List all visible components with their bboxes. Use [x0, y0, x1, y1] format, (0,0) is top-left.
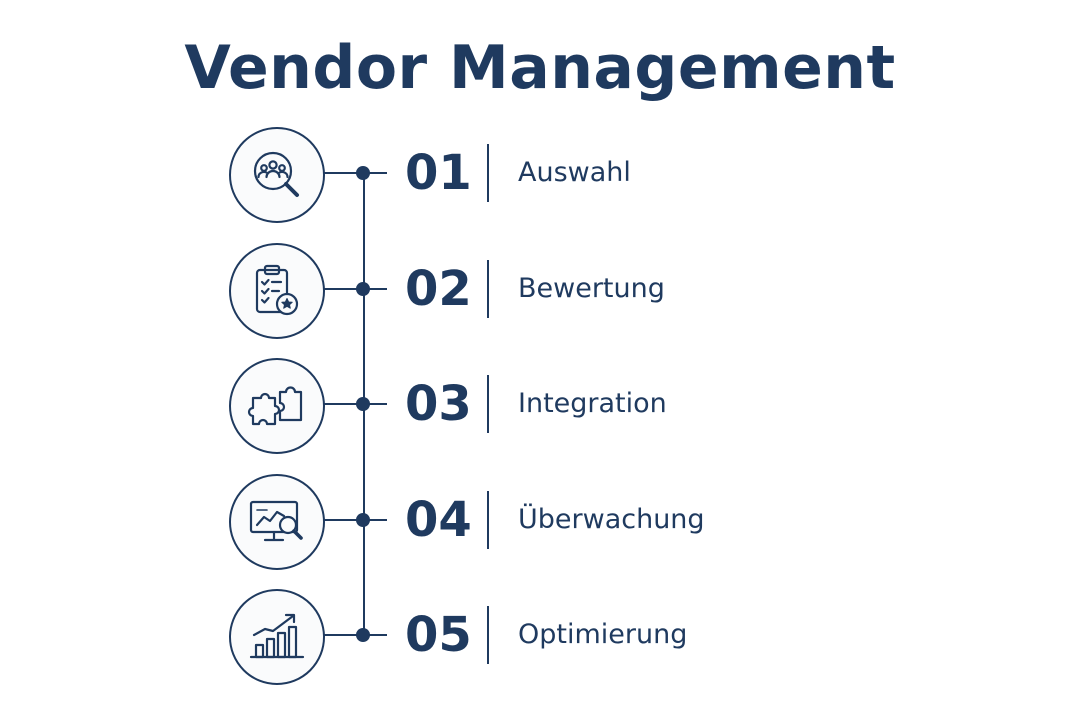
- clipboard-star-icon: [255, 264, 299, 316]
- timeline-dot: [356, 628, 370, 642]
- icon-circle: [229, 474, 325, 570]
- step-number: 01: [405, 145, 472, 201]
- step-bewertung: 02 Bewertung: [0, 241, 1080, 341]
- puzzle-icon: [247, 386, 303, 426]
- icon-circle: [229, 589, 325, 685]
- step-separator: [487, 606, 489, 664]
- step-label: Auswahl: [518, 157, 631, 188]
- step-separator: [487, 260, 489, 318]
- timeline-dot: [356, 166, 370, 180]
- icon-circle: [229, 127, 325, 223]
- connector-line: [323, 634, 387, 636]
- timeline-dot: [356, 397, 370, 411]
- step-label: Bewertung: [518, 273, 665, 304]
- monitor-analytics-icon: [249, 500, 303, 542]
- step-number: 05: [405, 607, 472, 663]
- step-number: 02: [405, 261, 472, 317]
- step-separator: [487, 491, 489, 549]
- step-number: 03: [405, 376, 472, 432]
- step-ueberwachung: 04 Überwachung: [0, 472, 1080, 572]
- connector-line: [323, 403, 387, 405]
- page-title: Vendor Management: [184, 33, 896, 103]
- connector-line: [323, 519, 387, 521]
- step-optimierung: 05 Optimierung: [0, 587, 1080, 687]
- step-label: Integration: [518, 388, 667, 419]
- people-search-icon: [253, 151, 299, 197]
- timeline-dot: [356, 513, 370, 527]
- connector-line: [323, 172, 387, 174]
- connector-line: [323, 288, 387, 290]
- step-label: Optimierung: [518, 619, 688, 650]
- icon-circle: [229, 358, 325, 454]
- step-separator: [487, 375, 489, 433]
- step-integration: 03 Integration: [0, 356, 1080, 456]
- step-number: 04: [405, 492, 472, 548]
- growth-chart-icon: [249, 613, 305, 659]
- icon-circle: [229, 243, 325, 339]
- step-separator: [487, 144, 489, 202]
- timeline-dot: [356, 282, 370, 296]
- step-auswahl: 01 Auswahl: [0, 125, 1080, 225]
- step-label: Überwachung: [518, 504, 705, 535]
